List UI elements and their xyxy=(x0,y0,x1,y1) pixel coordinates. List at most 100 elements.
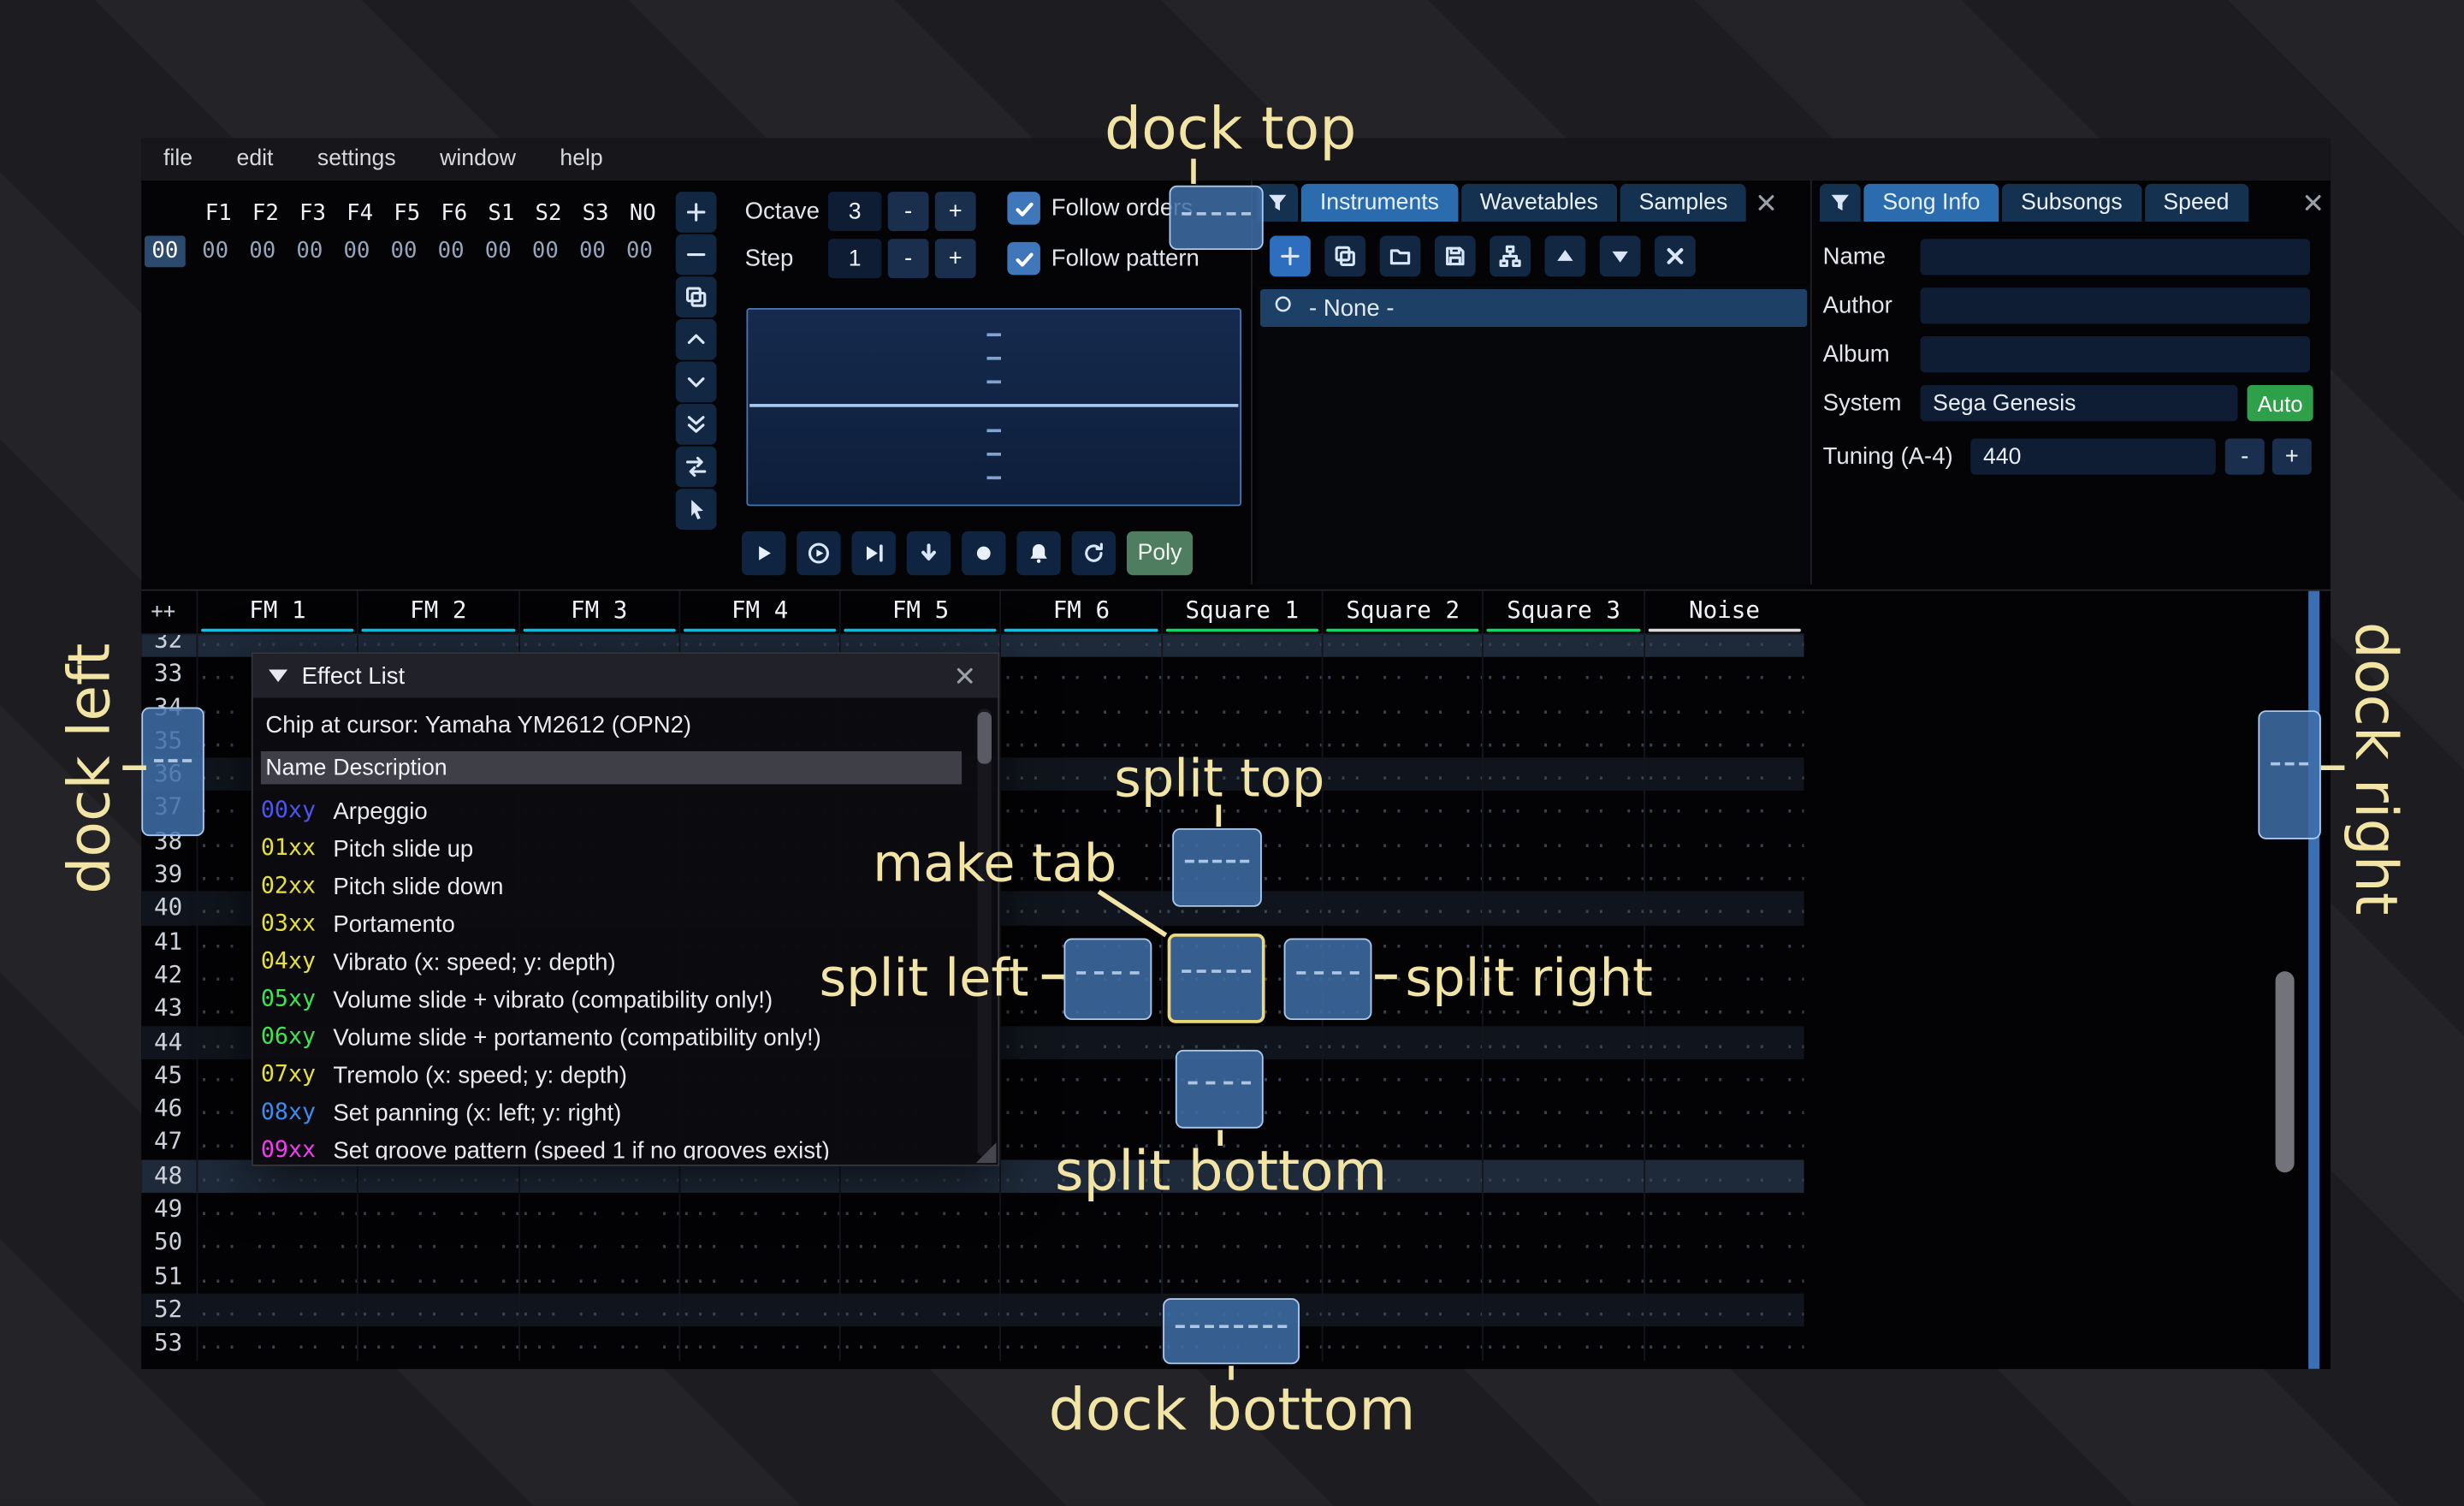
open-instrument-button[interactable] xyxy=(1379,235,1421,277)
pattern-cell[interactable]: ... .. .. ... xyxy=(1643,824,1804,858)
pattern-cell[interactable]: ... .. .. ... xyxy=(839,1226,1000,1260)
pattern-cell[interactable]: ... .. .. ... xyxy=(1321,1092,1483,1126)
close-effect-list-button[interactable] xyxy=(948,657,982,695)
pattern-cell[interactable]: ... .. .. ... xyxy=(196,1226,357,1260)
step-row-button[interactable] xyxy=(906,531,951,576)
pattern-cell[interactable]: ... .. .. ... xyxy=(1000,1025,1161,1059)
pattern-cell[interactable]: ... .. .. ... xyxy=(1643,1058,1804,1093)
pattern-cell[interactable]: ... .. .. ... xyxy=(1000,857,1161,892)
scrollbar-thumb[interactable] xyxy=(977,712,992,764)
pattern-cell[interactable]: ... .. .. ... xyxy=(1643,691,1804,725)
split-left-target[interactable] xyxy=(1063,938,1152,1021)
play-song-button[interactable] xyxy=(797,531,841,576)
pattern-cell[interactable]: ... .. .. ... xyxy=(1000,824,1161,858)
pattern-cell[interactable]: ... .. .. ... xyxy=(1000,691,1161,725)
effect-list-header[interactable]: Name Description xyxy=(260,750,962,785)
pattern-cell[interactable]: ... .. .. ... xyxy=(1321,1326,1483,1361)
move-instrument-down-button[interactable] xyxy=(1599,235,1641,277)
author-input[interactable] xyxy=(1920,288,2310,324)
name-input[interactable] xyxy=(1920,239,2310,276)
pattern-cell[interactable]: ... .. .. ... xyxy=(196,1260,357,1294)
tab-subsongs[interactable]: Subsongs xyxy=(2002,183,2141,222)
system-auto-button[interactable]: Auto xyxy=(2247,384,2313,422)
dock-top-target[interactable] xyxy=(1169,185,1264,251)
menu-item-window[interactable]: window xyxy=(440,145,516,172)
pattern-cell[interactable]: ... .. .. ... xyxy=(1643,757,1804,792)
pattern-cell[interactable]: ... .. .. ... xyxy=(1160,1193,1322,1227)
add-order-button[interactable] xyxy=(675,192,717,233)
pattern-cell[interactable]: ... .. .. ... xyxy=(1321,1260,1483,1294)
album-input[interactable] xyxy=(1920,336,2310,373)
pattern-cell[interactable]: ... .. .. ... xyxy=(518,1226,678,1260)
channel-header[interactable]: FM 1 xyxy=(196,590,358,634)
dock-right-target[interactable] xyxy=(2258,710,2321,839)
pattern-cell[interactable]: ... .. .. ... xyxy=(1000,892,1161,926)
pattern-cell[interactable]: ... .. .. ... xyxy=(518,1293,678,1327)
follow-pattern-checkbox[interactable] xyxy=(1007,241,1040,276)
pattern-cell[interactable]: ... .. .. ... xyxy=(1643,1025,1804,1059)
tab-song-info[interactable]: Song Info xyxy=(1863,183,1999,222)
pattern-cell[interactable]: ... .. .. ... xyxy=(1482,857,1644,892)
window-list-button[interactable] xyxy=(1819,183,1861,222)
channel-header[interactable]: FM 4 xyxy=(678,590,839,634)
pattern-cell[interactable]: ... .. .. ... xyxy=(518,1326,678,1361)
effect-list-titlebar[interactable]: Effect List xyxy=(252,654,998,698)
menu-item-edit[interactable]: edit xyxy=(236,145,274,172)
channel-header[interactable]: Noise xyxy=(1643,590,1804,634)
pattern-row[interactable]: 51... .. .. ...... .. .. ...... .. .. ..… xyxy=(141,1260,1804,1294)
pattern-scrollbar[interactable] xyxy=(2275,971,2295,1173)
repeat-pattern-button[interactable] xyxy=(1071,531,1116,576)
move-instrument-up-button[interactable] xyxy=(1544,235,1586,277)
pattern-cell[interactable]: ... .. .. ... xyxy=(1482,1193,1644,1227)
tab-wavetables[interactable]: Wavetables xyxy=(1460,183,1617,222)
pattern-cell[interactable]: ... .. .. ... xyxy=(1643,724,1804,758)
duplicate-order-end-button[interactable] xyxy=(675,404,717,445)
pattern-cell[interactable]: ... .. .. ... xyxy=(196,1326,357,1361)
pattern-row[interactable]: 49... .. .. ...... .. .. ...... .. .. ..… xyxy=(141,1193,1804,1227)
pattern-cell[interactable]: ... .. .. ... xyxy=(1000,657,1161,691)
pattern-cell[interactable]: ... .. .. ... xyxy=(839,1193,1000,1227)
tuning-increase-button[interactable]: + xyxy=(2272,438,2312,475)
pattern-cell[interactable]: ... .. .. ... xyxy=(1160,1226,1322,1260)
menu-item-file[interactable]: file xyxy=(163,145,193,172)
pattern-cell[interactable]: ... .. .. ... xyxy=(1000,757,1161,792)
save-instrument-button[interactable] xyxy=(1434,235,1476,277)
poly-toggle-button[interactable]: Poly xyxy=(1126,531,1194,576)
pattern-cell[interactable]: ... .. .. ... xyxy=(196,1159,357,1194)
tab-samples[interactable]: Samples xyxy=(1620,183,1747,222)
channel-header[interactable]: FM 3 xyxy=(518,590,678,634)
channel-header[interactable]: FM 2 xyxy=(357,590,518,634)
delete-instrument-button[interactable] xyxy=(1655,235,1696,277)
pattern-cell[interactable]: ... .. .. ... xyxy=(1321,1125,1483,1160)
system-select[interactable]: Sega Genesis xyxy=(1920,384,2238,422)
pattern-cell[interactable]: ... .. .. ... xyxy=(1482,1226,1644,1260)
pattern-cell[interactable]: ... .. .. ... xyxy=(1482,1260,1644,1294)
pattern-cell[interactable]: ... .. .. ... xyxy=(357,1226,518,1260)
pattern-cell[interactable]: ... .. .. ... xyxy=(196,1193,357,1227)
pattern-cell[interactable]: ... .. .. ... xyxy=(1321,1058,1483,1093)
pattern-cell[interactable]: ... .. .. ... xyxy=(1160,1159,1322,1194)
pattern-cell[interactable]: ... .. .. ... xyxy=(678,1159,839,1194)
tuning-decrease-button[interactable]: - xyxy=(2224,438,2265,475)
dock-bottom-target[interactable] xyxy=(1163,1298,1300,1365)
pattern-cell[interactable]: ... .. .. ... xyxy=(1482,1326,1644,1361)
pattern-row[interactable]: 52... .. .. ...... .. .. ...... .. .. ..… xyxy=(141,1293,1804,1327)
orders-cell[interactable]: 00 xyxy=(437,239,465,264)
pattern-cell[interactable]: ... .. .. ... xyxy=(1643,1125,1804,1160)
octave-value[interactable]: 3 xyxy=(827,192,882,231)
pattern-cell[interactable]: ... .. .. ... xyxy=(1321,1226,1483,1260)
orders-cell[interactable]: 00 xyxy=(390,239,418,264)
tab-speed[interactable]: Speed xyxy=(2144,183,2248,222)
pattern-cell[interactable]: ... .. .. ... xyxy=(839,1293,1000,1327)
pattern-cell[interactable]: ... .. .. ... xyxy=(1643,925,1804,959)
stop-button[interactable] xyxy=(962,531,1006,576)
pattern-cell[interactable]: ... .. .. ... xyxy=(518,1193,678,1227)
pattern-cell[interactable]: ... .. .. ... xyxy=(1482,791,1644,825)
pattern-cell[interactable]: ... .. .. ... xyxy=(1482,1159,1644,1194)
pattern-cell[interactable]: ... .. .. ... xyxy=(839,1326,1000,1361)
